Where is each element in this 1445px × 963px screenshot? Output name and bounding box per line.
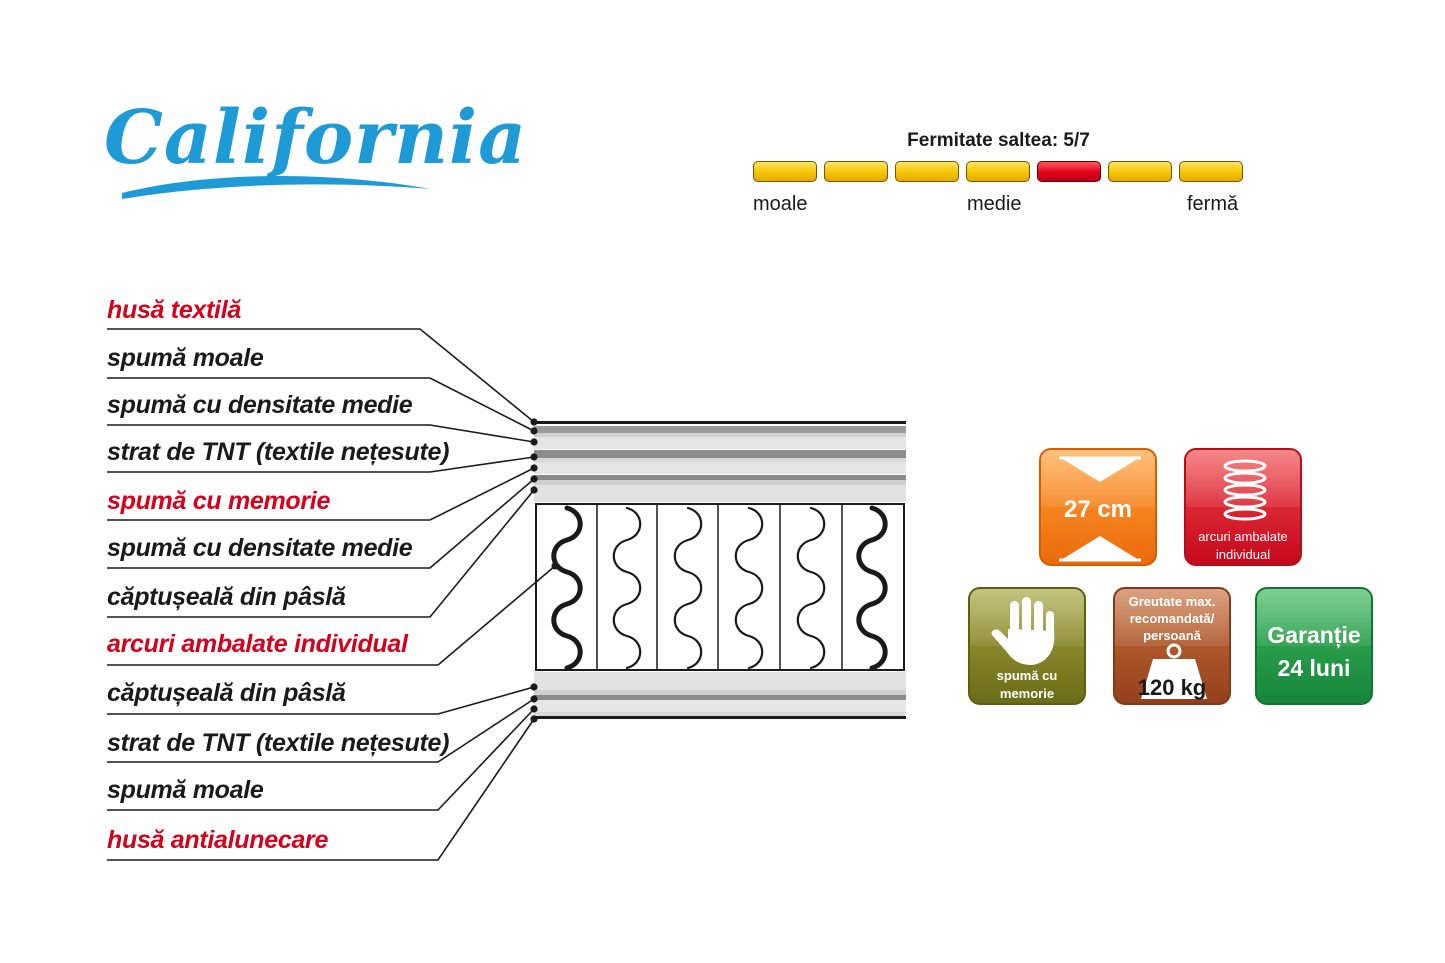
firmness-label-medium: medie xyxy=(967,193,1022,215)
firmness-label-firm: fermă xyxy=(1187,193,1239,215)
leader-dot xyxy=(530,464,538,472)
springs-text-line1: arcuri ambalate xyxy=(1198,529,1288,544)
leader-dot xyxy=(530,427,538,435)
spring-box xyxy=(535,503,905,671)
weight-text-line3: persoană xyxy=(1143,628,1201,643)
layer-label: spumă moale xyxy=(107,776,264,804)
leader-line xyxy=(107,456,535,473)
leader-line xyxy=(107,718,535,861)
firmness-segment xyxy=(1179,161,1243,182)
layer-label: căptușeală din pâslă xyxy=(107,583,346,611)
leader-dot xyxy=(530,705,538,713)
spring-coil-icon xyxy=(1223,459,1267,521)
leader-dot xyxy=(530,695,538,703)
layer-band xyxy=(534,450,906,458)
spring-coil-icon xyxy=(856,505,888,671)
layer-band xyxy=(534,437,906,449)
firmness-segment xyxy=(1108,161,1172,182)
spring-coil-icon xyxy=(796,506,826,670)
layer-label: arcuri ambalate individual xyxy=(107,630,408,658)
firmness-segment xyxy=(895,161,959,182)
leader-line xyxy=(107,686,535,715)
leader-line xyxy=(107,489,535,618)
brand-logo: California xyxy=(100,95,526,215)
layer-band xyxy=(534,485,906,502)
height-value: 27 cm xyxy=(1063,496,1133,523)
layer-band xyxy=(534,480,906,485)
leader-line xyxy=(107,565,556,666)
weight-text-line2: recomandată/ xyxy=(1129,611,1215,626)
leader-line xyxy=(107,708,535,811)
warranty-badge: Garanție 24 luni xyxy=(1255,587,1373,705)
memory-foam-text: spumă cu memorie xyxy=(970,667,1084,703)
layer-band xyxy=(534,712,906,716)
height-arrows-icon xyxy=(1059,456,1141,562)
layer-label: spumă cu memorie xyxy=(107,487,331,515)
height-badge: 27 cm xyxy=(1039,448,1157,566)
layer-label: căptușeală din pâslă xyxy=(107,679,346,707)
weight-icon xyxy=(1141,643,1207,699)
layer-label: strat de TNT (textile nețesute) xyxy=(107,438,450,466)
max-weight-text: Greutate max. recomandată/ persoană xyxy=(1115,593,1229,644)
layer-label: spumă moale xyxy=(107,344,264,372)
layer-band xyxy=(534,695,906,700)
hand-print-icon xyxy=(991,597,1055,665)
memory-text-line2: memorie xyxy=(999,686,1055,701)
warranty-text: Garanție 24 luni xyxy=(1257,619,1371,685)
layer-label: spumă cu densitate medie xyxy=(107,534,413,562)
memory-foam-badge: spumă cu memorie xyxy=(968,587,1086,705)
leader-dot xyxy=(530,486,538,494)
leader-dot xyxy=(530,418,538,426)
warranty-text-line1: Garanție xyxy=(1267,622,1361,648)
leader-line xyxy=(107,328,535,423)
layer-label: spumă cu densitate medie xyxy=(107,391,413,419)
spring-coil-icon xyxy=(673,506,703,670)
layer-band xyxy=(534,462,906,474)
firmness-segment xyxy=(966,161,1030,182)
layer-band xyxy=(534,475,906,480)
layer-band xyxy=(534,716,906,719)
layer-band xyxy=(534,458,906,462)
layer-band xyxy=(534,433,906,437)
layer-label: husă textilă xyxy=(107,296,241,324)
leader-dot xyxy=(530,453,538,461)
max-weight-value: 120 kg xyxy=(1137,675,1207,700)
firmness-label-soft: moale xyxy=(753,193,808,215)
leader-line xyxy=(107,377,535,432)
layer-band xyxy=(534,690,906,695)
leader-dot xyxy=(530,715,538,723)
layer-band xyxy=(534,700,906,712)
spring-coil-icon xyxy=(734,506,764,670)
firmness-segment xyxy=(1037,161,1101,182)
leader-dot xyxy=(530,683,538,691)
spring-coil-icon xyxy=(551,505,583,671)
weight-text-line1: Greutate max. xyxy=(1128,594,1216,609)
logo-swoosh-icon xyxy=(122,175,430,199)
springs-text: arcuri ambalate individual xyxy=(1186,528,1300,564)
leader-line xyxy=(107,467,535,521)
memory-text-line1: spumă cu xyxy=(996,668,1058,683)
max-weight-badge: Greutate max. recomandată/ persoană 120 … xyxy=(1113,587,1231,705)
firmness-title: Fermitate saltea: 5/7 xyxy=(907,130,1090,151)
leader-dot xyxy=(530,438,538,446)
leader-line xyxy=(107,424,535,443)
firmness-segment xyxy=(753,161,817,182)
leader-line xyxy=(107,478,535,569)
leader-dot xyxy=(551,562,559,570)
firmness-segment xyxy=(824,161,888,182)
springs-badge: arcuri ambalate individual xyxy=(1184,448,1302,566)
layer-label: strat de TNT (textile nețesute) xyxy=(107,729,450,757)
layer-band xyxy=(534,672,906,690)
brand-name: California xyxy=(104,95,528,181)
leader-line xyxy=(107,698,535,763)
layer-label: husă antialunecare xyxy=(107,826,329,854)
springs-text-line2: individual xyxy=(1215,547,1271,562)
leader-dot xyxy=(530,475,538,483)
layer-band xyxy=(534,421,906,424)
warranty-text-line2: 24 luni xyxy=(1277,655,1351,681)
layer-band xyxy=(534,426,906,433)
spring-coil-icon xyxy=(612,506,642,670)
